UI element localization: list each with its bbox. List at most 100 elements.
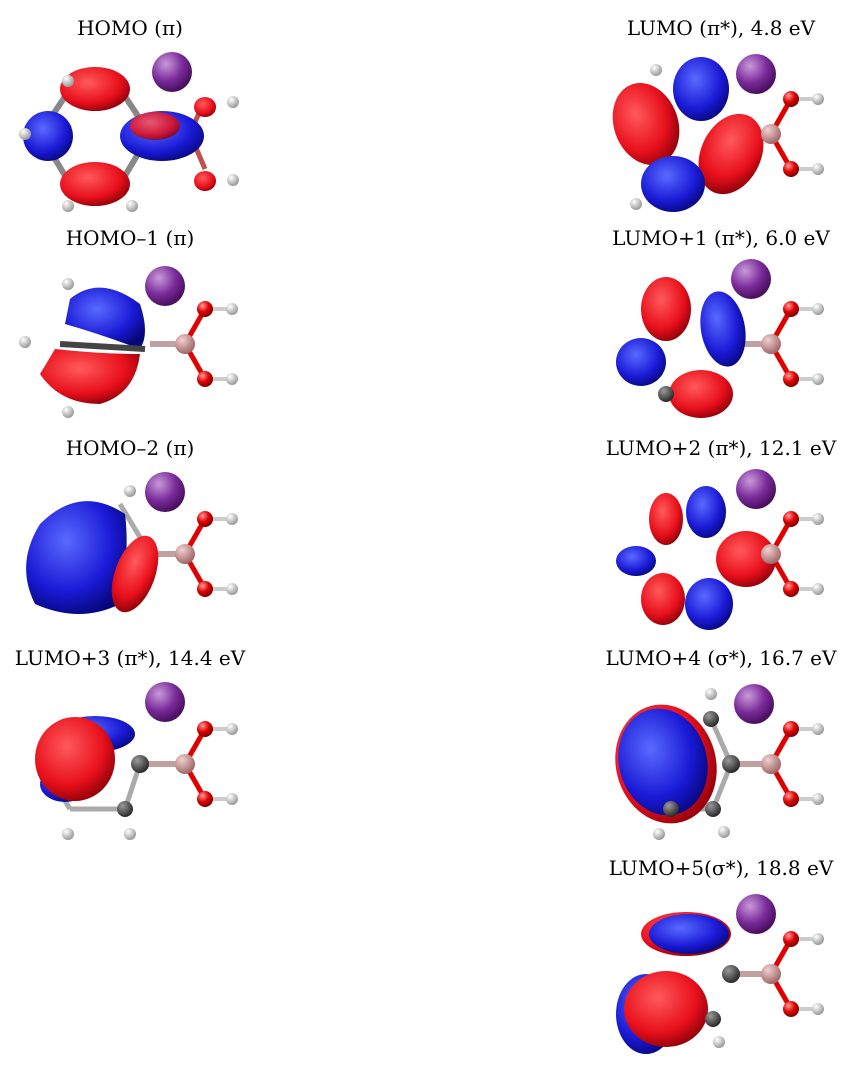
orbital-lobe — [641, 156, 705, 212]
hydrogen-atom — [226, 303, 238, 315]
hydrogen-atom — [653, 828, 665, 840]
hydrogen-atom — [124, 828, 136, 840]
orbital-lobe — [700, 291, 746, 367]
hydrogen-atom — [812, 163, 824, 175]
oxygen-atom — [783, 161, 799, 177]
boron-atom — [761, 544, 781, 564]
hydrogen-atom — [62, 75, 74, 87]
orbital-lobe — [673, 57, 729, 121]
orbital-lobe — [194, 97, 216, 117]
hydrogen-atom — [812, 723, 824, 735]
oxygen-atom — [197, 371, 213, 387]
oxygen-atom — [783, 511, 799, 527]
orbital-label: LUMO+3 (π*), 14.4 eV — [14, 646, 246, 670]
oxygen-atom — [197, 791, 213, 807]
carbon-atom — [131, 755, 149, 773]
orbital-lobe — [698, 113, 764, 195]
orbital-lobe — [35, 717, 115, 801]
carbon-atom — [703, 711, 719, 727]
orbital-lobe — [60, 67, 130, 111]
hydrogen-atom — [812, 583, 824, 595]
hydrogen-atom — [226, 513, 238, 525]
hydrogen-atom — [812, 513, 824, 525]
orbital-diagram-lumo-2 — [616, 469, 824, 630]
orbital-lobe — [641, 277, 691, 341]
boron-atom — [761, 124, 781, 144]
orbital-lobe — [26, 501, 127, 614]
potassium-atom — [145, 266, 185, 306]
oxygen-atom — [783, 791, 799, 807]
orbital-lobe — [23, 111, 73, 161]
boron-atom — [761, 754, 781, 774]
hydrogen-atom — [126, 200, 138, 212]
hydrogen-atom — [650, 64, 662, 76]
hydrogen-atom — [812, 93, 824, 105]
orbital-lobe — [194, 171, 216, 191]
hydrogen-atom — [62, 200, 74, 212]
hydrogen-atom — [812, 373, 824, 385]
orbital-diagram-lumo-3 — [35, 682, 238, 840]
orbital-label: HOMO (π) — [77, 16, 183, 40]
orbital-lobe — [686, 486, 726, 538]
orbital-label: LUMO (π*), 4.8 eV — [626, 16, 816, 40]
potassium-atom — [731, 259, 771, 299]
oxygen-atom — [197, 301, 213, 317]
orbital-panel-homo-2: HOMO–2 (π) — [0, 436, 260, 651]
orbital-lobe — [669, 370, 733, 418]
hydrogen-atom — [227, 174, 239, 186]
orbital-lobe — [60, 162, 130, 206]
orbital-lobe — [685, 578, 733, 630]
boron-atom — [175, 544, 195, 564]
orbital-label: LUMO+5(σ*), 18.8 eV — [608, 856, 834, 880]
orbital-diagram-lumo-1 — [616, 259, 824, 418]
potassium-atom — [736, 54, 776, 94]
hydrogen-atom — [812, 1003, 824, 1015]
orbital-panel-lumo-5: LUMO+5(σ*), 18.8 eV — [591, 856, 851, 1071]
hydrogen-atom — [19, 336, 31, 348]
boron-atom — [175, 754, 195, 774]
orbital-lobe — [111, 535, 159, 613]
oxygen-atom — [197, 511, 213, 527]
orbital-lobe — [649, 914, 729, 954]
potassium-atom — [145, 472, 185, 512]
hydrogen-atom — [812, 793, 824, 805]
orbital-lobe — [624, 971, 708, 1047]
hydrogen-atom — [124, 485, 136, 497]
orbital-lobe — [641, 573, 685, 625]
orbital-label: LUMO+1 (π*), 6.0 eV — [612, 226, 830, 250]
oxygen-atom — [197, 581, 213, 597]
orbital-panel-lumo-2: LUMO+2 (π*), 12.1 eV — [591, 436, 851, 651]
orbital-lobe — [616, 546, 656, 576]
orbital-label: HOMO–2 (π) — [65, 436, 195, 460]
orbital-panel-homo: HOMO (π) — [0, 16, 260, 231]
carbon-atom — [722, 755, 740, 773]
orbital-panel-lumo-3: LUMO+3 (π*), 14.4 eV — [0, 646, 260, 861]
orbital-panel-lumo-1: LUMO+1 (π*), 6.0 eV — [591, 226, 851, 441]
orbital-diagram-lumo-5 — [616, 894, 824, 1054]
oxygen-atom — [783, 931, 799, 947]
orbital-lobe — [716, 531, 776, 587]
carbon-atom — [705, 1011, 721, 1027]
boron-atom — [761, 334, 781, 354]
oxygen-atom — [197, 721, 213, 737]
hydrogen-atom — [812, 303, 824, 315]
orbital-lobe — [65, 287, 145, 349]
hydrogen-atom — [630, 198, 642, 210]
oxygen-atom — [783, 371, 799, 387]
hydrogen-atom — [226, 793, 238, 805]
hydrogen-atom — [62, 406, 74, 418]
hydrogen-atom — [713, 1036, 725, 1048]
oxygen-atom — [783, 301, 799, 317]
hydrogen-atom — [227, 96, 239, 108]
carbon-atom — [722, 965, 740, 983]
orbital-panel-homo-1: HOMO–1 (π) — [0, 226, 260, 441]
orbital-lobe — [649, 493, 683, 545]
orbital-diagram-homo-1 — [19, 266, 238, 418]
orbital-panel-lumo-4: LUMO+4 (σ*), 16.7 eV — [591, 646, 851, 861]
carbon-atom — [705, 801, 721, 817]
orbital-panel-lumo: LUMO (π*), 4.8 eV — [591, 16, 851, 231]
orbital-label: HOMO–1 (π) — [65, 226, 195, 250]
potassium-atom — [736, 894, 776, 934]
orbital-lobe — [616, 338, 666, 386]
potassium-atom — [145, 682, 185, 722]
